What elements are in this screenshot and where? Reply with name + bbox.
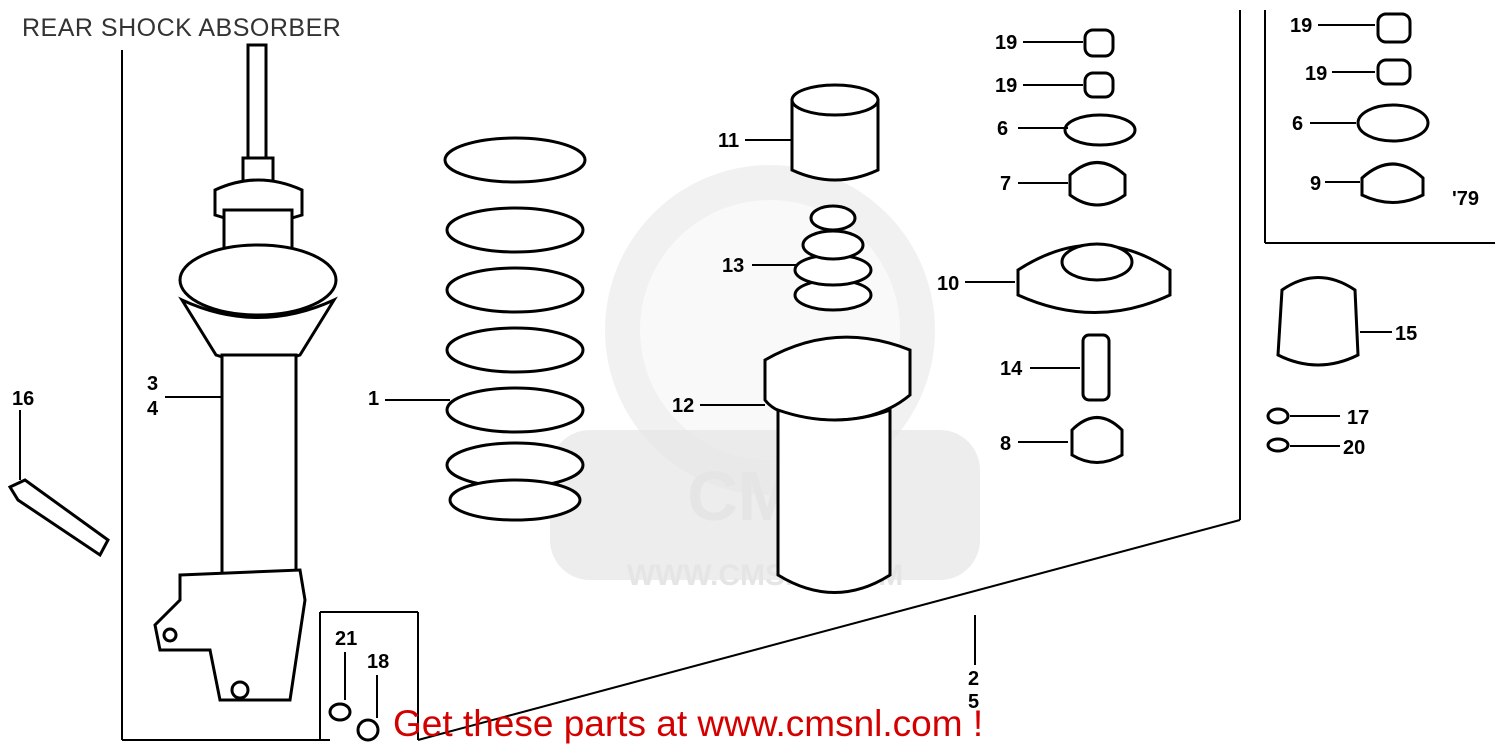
callout-19b: 19 [995, 75, 1017, 97]
callout-3: 3 [147, 373, 158, 395]
shock-absorber [153, 43, 338, 702]
callout-11: 11 [718, 130, 739, 152]
cap-11 [790, 83, 880, 182]
callout-15: 15 [1395, 323, 1417, 345]
callout-12: 12 [672, 395, 694, 417]
nut-18 [356, 718, 380, 742]
coil-spring [443, 136, 587, 522]
dust-cover-12 [763, 335, 912, 594]
nut-19c [1376, 12, 1412, 44]
callout-9: 9 [1310, 173, 1321, 195]
nut-19d [1376, 58, 1412, 86]
callout-21: 21 [335, 628, 357, 650]
callout-20: 20 [1343, 437, 1365, 459]
nut-19a [1083, 28, 1115, 58]
nut-19b [1083, 71, 1115, 99]
callouts: 16 3 4 1 11 13 12 19 19 6 7 10 14 8 19 1… [12, 15, 1479, 713]
callout-6a: 6 [997, 118, 1008, 140]
callout-2: 2 [968, 668, 979, 690]
leader-lines [165, 24, 1392, 718]
bolt-16 [7, 410, 110, 558]
bushing-7 [1068, 161, 1127, 207]
callout-19c: 19 [1290, 15, 1312, 37]
washer-6b [1356, 103, 1430, 143]
callout-13: 13 [722, 255, 744, 277]
callout-79: '79 [1452, 188, 1479, 210]
callout-5: 5 [968, 691, 979, 713]
callout-8: 8 [1000, 433, 1011, 455]
bump-rubber-13 [793, 204, 873, 312]
washer-21 [328, 702, 352, 722]
callout-14: 14 [1000, 358, 1023, 380]
callout-18: 18 [367, 651, 389, 673]
callout-17: 17 [1347, 407, 1369, 429]
callout-6b: 6 [1292, 113, 1303, 135]
callout-7: 7 [1000, 173, 1011, 195]
collar-14 [1081, 333, 1111, 402]
frame-lines [121, 10, 1495, 741]
footer-link[interactable]: Get these parts at www.cmsnl.com ! [393, 703, 984, 744]
washer-6a [1063, 113, 1137, 147]
washer-20 [1266, 437, 1290, 453]
nut-17 [1266, 407, 1290, 425]
bushing-8 [1070, 416, 1124, 464]
callout-16: 16 [12, 388, 34, 410]
callout-10: 10 [937, 273, 959, 295]
bushing-9 [1360, 162, 1425, 204]
mount-10 [1016, 242, 1172, 314]
callout-19a: 19 [995, 32, 1017, 54]
callout-4: 4 [147, 398, 159, 420]
callout-1: 1 [368, 388, 379, 410]
callout-19d: 19 [1305, 63, 1327, 85]
bump-15 [1276, 276, 1360, 367]
page-title: REAR SHOCK ABSORBER [22, 14, 342, 42]
